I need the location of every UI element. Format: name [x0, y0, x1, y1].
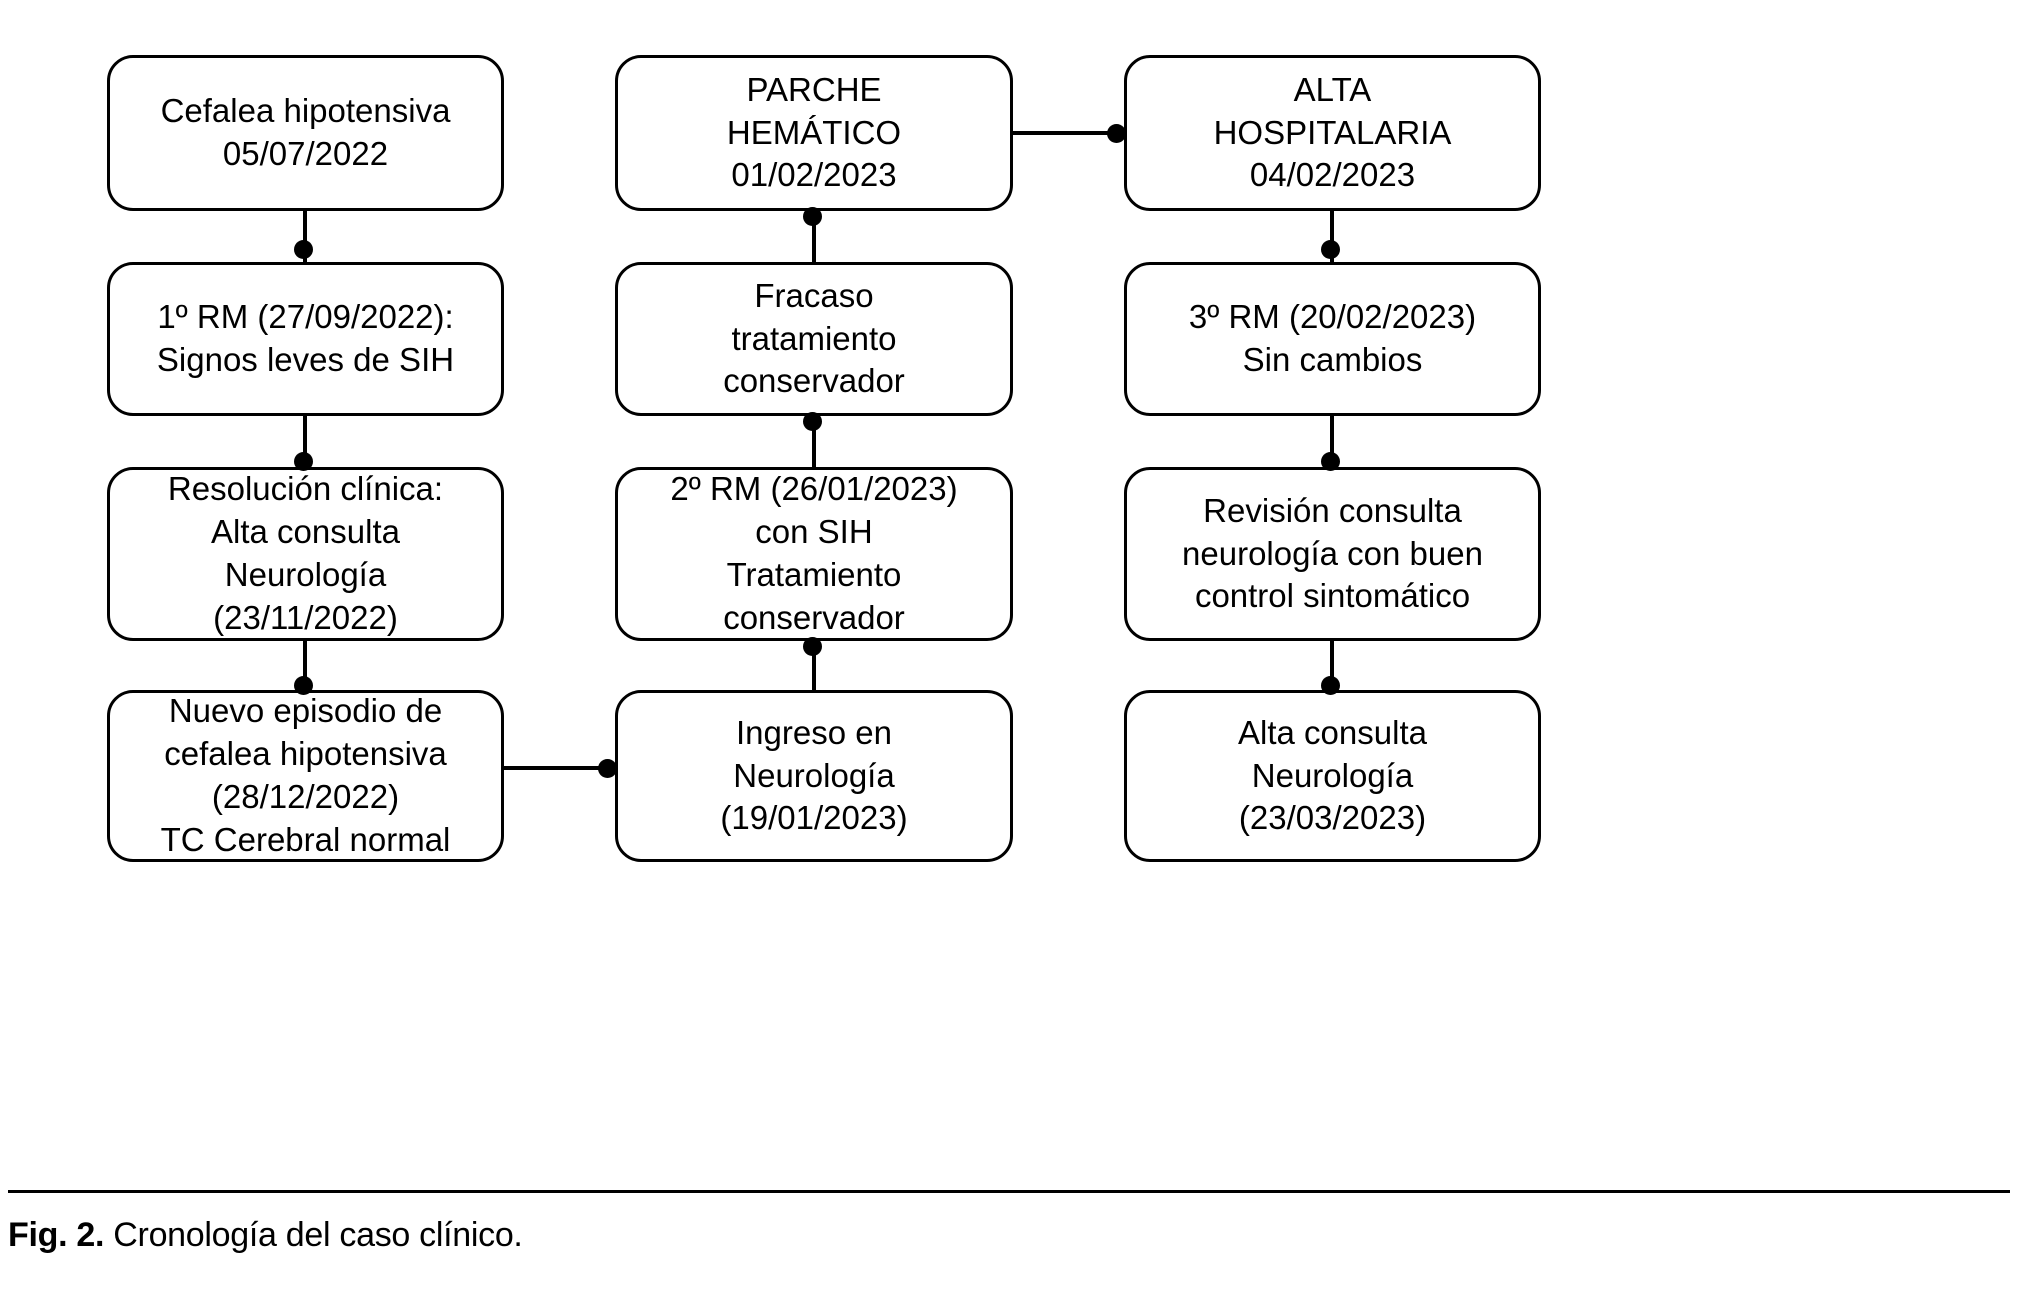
connector-dot-c3-r1-r2: [1321, 240, 1340, 259]
node-line: Neurología: [224, 556, 387, 593]
connector-c1-r2-r3: [303, 413, 307, 471]
node-1-rm[interactable]: 1º RM (27/09/2022): Signos leves de SIH: [107, 262, 504, 416]
node-line: (23/11/2022): [213, 598, 398, 636]
connector-c3-r1-r2: [1330, 208, 1334, 266]
node-line: Ingreso en: [736, 713, 892, 751]
connector-dot-c2r1-c3r1: [1107, 124, 1126, 143]
node-line: (23/03/2023): [1238, 799, 1427, 837]
node-fracaso-tratamiento[interactable]: Fracaso tratamiento conservador: [615, 262, 1013, 416]
node-line: Neurología: [733, 756, 895, 794]
node-line: HEMÁTICO: [726, 113, 902, 151]
node-line: HOSPITALARIA: [1213, 113, 1452, 151]
node-line: ALTA: [1293, 70, 1372, 108]
connector-c3-r2-r3: [1330, 413, 1334, 471]
figure-caption: Fig. 2. Cronología del caso clínico.: [8, 1216, 523, 1255]
caption-divider: [8, 1190, 2010, 1193]
node-line: 04/02/2023: [1249, 156, 1416, 194]
connector-c2-r3-r2: [812, 413, 816, 471]
connector-dot-c3-r2-r3: [1321, 452, 1340, 471]
node-line: conservador: [723, 362, 905, 400]
node-line: Revisión consulta: [1203, 491, 1462, 529]
node-alta-consulta[interactable]: Alta consulta Neurología (23/03/2023): [1124, 690, 1541, 862]
figure-caption-body: Cronología del caso clínico.: [113, 1216, 523, 1254]
node-line: con SIH: [755, 513, 873, 551]
connector-dot-c2-r4-r3: [803, 637, 822, 656]
connector-c1r4-c2r4: [500, 766, 618, 770]
node-line: 2º RM (26/01/2023): [670, 470, 958, 508]
figure-caption-label: Fig. 2.: [8, 1216, 105, 1254]
connector-c2-r4-r3: [812, 638, 816, 694]
connector-c3-r3-r4: [1330, 638, 1334, 694]
node-line: (19/01/2023): [720, 799, 908, 837]
node-resolucion-clinica[interactable]: Resolución clínica: Alta consulta Neurol…: [107, 467, 504, 641]
connector-dot-c2-r3-r2: [803, 412, 822, 431]
node-line: 05/07/2022: [222, 135, 389, 172]
node-line: Tratamiento: [726, 556, 902, 593]
connector-dot-c1-r2-r3: [294, 452, 313, 471]
node-line: Signos leves de SIH: [156, 341, 455, 378]
node-line: cefalea hipotensiva: [164, 735, 447, 773]
node-line: Nuevo episodio de: [168, 692, 443, 730]
node-line: 1º RM (27/09/2022):: [157, 298, 454, 336]
node-line: 01/02/2023: [731, 156, 897, 194]
node-parche-hematico[interactable]: PARCHE HEMÁTICO 01/02/2023: [615, 55, 1013, 211]
node-2-rm[interactable]: 2º RM (26/01/2023) con SIH Tratamiento c…: [615, 467, 1013, 641]
node-line: tratamiento: [731, 319, 897, 357]
figure-caption-text: [104, 1216, 113, 1254]
node-revision-consulta[interactable]: Revisión consulta neurología con buen co…: [1124, 467, 1541, 641]
node-alta-hospitalaria[interactable]: ALTA HOSPITALARIA 04/02/2023: [1124, 55, 1541, 211]
node-line: Alta consulta: [211, 513, 400, 551]
connector-dot-c2-r2-r1: [803, 207, 822, 226]
connector-c1-r3-r4: [303, 638, 307, 694]
node-line: control sintomático: [1194, 577, 1471, 615]
node-line: conservador: [723, 598, 905, 636]
connector-dot-c1r4-c2r4: [598, 759, 617, 778]
node-line: TC Cerebral normal: [160, 820, 451, 858]
node-line: (28/12/2022): [211, 778, 400, 815]
connector-c1-r1-r2: [303, 208, 307, 266]
node-line: PARCHE: [746, 70, 882, 108]
connector-dot-c3-r3-r4: [1321, 676, 1340, 695]
connector-dot-c1-r3-r4: [294, 676, 313, 695]
node-nuevo-episodio[interactable]: Nuevo episodio de cefalea hipotensiva (2…: [107, 690, 504, 862]
node-line: Cefalea hipotensiva: [160, 92, 451, 130]
node-line: neurología con buen: [1182, 534, 1483, 572]
node-ingreso-neurologia[interactable]: Ingreso en Neurología (19/01/2023): [615, 690, 1013, 862]
node-line: Sin cambios: [1242, 341, 1423, 378]
connector-c2r1-c3r1: [1009, 131, 1127, 135]
node-line: Neurología: [1251, 756, 1414, 794]
node-cefalea-hipotensiva[interactable]: Cefalea hipotensiva 05/07/2022: [107, 55, 504, 211]
connector-dot-c1-r1-r2: [294, 240, 313, 259]
connector-c2-r2-r1: [812, 208, 816, 266]
node-line: Fracaso: [754, 276, 874, 314]
node-line: Alta consulta: [1238, 713, 1427, 751]
node-line: Resolución clínica:: [167, 470, 444, 508]
node-line: 3º RM (20/02/2023): [1188, 298, 1477, 336]
node-3-rm[interactable]: 3º RM (20/02/2023) Sin cambios: [1124, 262, 1541, 416]
